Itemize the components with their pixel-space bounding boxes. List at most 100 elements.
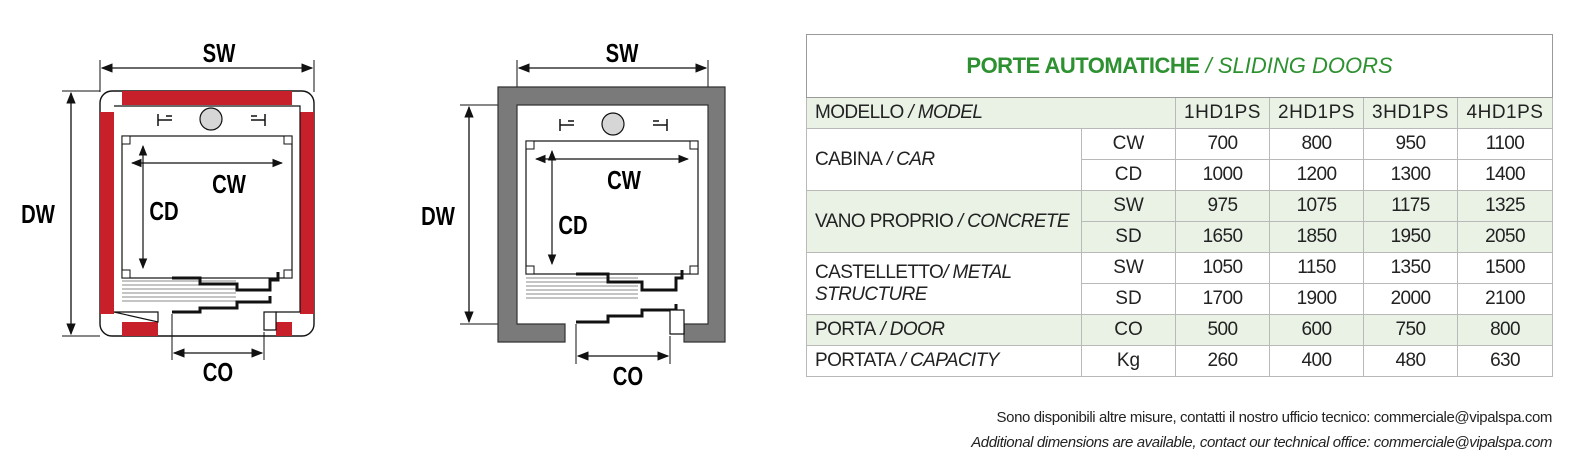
group-label: PORTATA	[815, 350, 897, 371]
door-jamb	[669, 309, 685, 335]
co-label: CO	[203, 358, 233, 387]
door-jamb	[263, 311, 277, 331]
landing-door-panels	[172, 296, 272, 314]
car-outline	[121, 135, 293, 279]
sw-label: SW	[606, 39, 639, 68]
cw-label: CW	[607, 166, 641, 195]
car-corner-bl	[525, 265, 535, 275]
value-cell: 700	[1175, 128, 1270, 160]
red-panel-right	[300, 112, 314, 314]
unit-cell: SW	[1081, 190, 1176, 222]
value-cell: 950	[1363, 128, 1458, 160]
unit-cell: CW	[1081, 128, 1176, 160]
value-cell: 1175	[1363, 190, 1458, 222]
value-cell: 2100	[1456, 283, 1554, 315]
unit-cell: CD	[1081, 159, 1176, 191]
value-cell: 1050	[1175, 252, 1270, 284]
rail-right-icon	[653, 119, 668, 131]
table-title-sub: / SLIDING DOORS	[1199, 53, 1393, 78]
value-cell: 1100	[1456, 128, 1554, 160]
note-italian: Sono disponibili altre misure, contatti …	[996, 409, 1553, 426]
value-cell: 1200	[1269, 159, 1364, 191]
rail-right-icon	[251, 114, 266, 126]
group-label-cell: PORTATA / CAPACITY	[806, 345, 1082, 377]
value-cell: 500	[1175, 314, 1270, 346]
value-cell: 600	[1269, 314, 1364, 346]
value-cell: 750	[1363, 314, 1458, 346]
car-corner-br	[283, 269, 293, 279]
value-cell: 975	[1175, 190, 1270, 222]
group-label-cell: CABINA / CAR	[806, 128, 1082, 191]
value-cell: 1950	[1363, 221, 1458, 253]
model-label-cell: MODELLO / MODEL	[806, 97, 1176, 129]
value-cell: 1850	[1269, 221, 1364, 253]
value-cell: 1500	[1456, 252, 1554, 284]
value-cell: 1150	[1269, 252, 1364, 284]
car-corner-tl	[525, 140, 535, 150]
value-cell: 800	[1456, 314, 1554, 346]
metal-structure-plan-diagram: SW DW CW CD CO	[21, 39, 315, 387]
unit-cell: CO	[1081, 314, 1176, 346]
model-header-4: 4HD1PS	[1456, 97, 1554, 129]
value-cell: 1900	[1269, 283, 1364, 315]
cd-label: CD	[558, 211, 587, 240]
car-corner-bl	[121, 269, 131, 279]
value-cell: 1650	[1175, 221, 1270, 253]
red-panel-bottom-left	[122, 322, 158, 336]
value-cell: 1325	[1456, 190, 1554, 222]
sliding-doors-spec-table: PORTE AUTOMATICHE / SLIDING DOORS MODELL…	[805, 34, 1554, 377]
car-sill	[526, 277, 638, 299]
group-label-cell: CASTELLETTO/ METAL STRUCTURE	[806, 252, 1082, 315]
model-header-2: 2HD1PS	[1269, 97, 1364, 129]
group-sub-label: / CONCRETE	[953, 210, 1070, 232]
cw-label: CW	[212, 170, 246, 199]
value-cell: 2000	[1363, 283, 1458, 315]
table-title-row: PORTE AUTOMATICHE / SLIDING DOORS	[805, 34, 1554, 98]
model-label: MODELLO	[815, 102, 904, 123]
group-label-cell: PORTA / DOOR	[806, 314, 1082, 346]
counterweight-circle	[199, 107, 223, 131]
model-header-3: 3HD1PS	[1363, 97, 1458, 129]
car-corner-tr	[283, 135, 293, 145]
value-cell: 480	[1363, 345, 1458, 377]
counterweight-circle	[601, 112, 625, 136]
group-label-cell: VANO PROPRIO / CONCRETE	[806, 190, 1082, 253]
unit-cell: SW	[1081, 252, 1176, 284]
group-label: PORTA	[815, 319, 876, 340]
landing-door-panels	[576, 304, 678, 324]
concrete-wall	[497, 86, 726, 343]
dw-label: DW	[421, 202, 455, 231]
group-label: CABINA	[815, 148, 883, 170]
car-sill	[122, 280, 236, 302]
value-cell: 1700	[1175, 283, 1270, 315]
unit-cell: SD	[1081, 283, 1176, 315]
red-panel-left	[100, 112, 114, 314]
group-sub-label: / METAL STRUCTURE	[815, 261, 1012, 305]
rail-left-icon	[157, 114, 172, 126]
co-label: CO	[613, 362, 643, 391]
car-door-panels	[576, 270, 684, 292]
value-cell: 1075	[1269, 190, 1364, 222]
value-cell: 800	[1269, 128, 1364, 160]
group-label: VANO PROPRIO	[815, 210, 954, 232]
car-corner-tr	[689, 140, 699, 150]
car-door-panels	[172, 272, 280, 292]
group-label: CASTELLETTO	[815, 261, 944, 283]
note-english: Additional dimensions are available, con…	[971, 434, 1552, 451]
car-corner-br	[689, 265, 699, 275]
car-outline	[525, 140, 699, 275]
value-cell: 1350	[1363, 252, 1458, 284]
value-cell: 1300	[1363, 159, 1458, 191]
unit-cell: SD	[1081, 221, 1176, 253]
dw-label: DW	[21, 200, 55, 229]
value-cell: 1400	[1456, 159, 1554, 191]
car-corner-tl	[121, 135, 131, 145]
table-title-main: PORTE AUTOMATICHE	[966, 53, 1200, 78]
value-cell: 2050	[1456, 221, 1554, 253]
